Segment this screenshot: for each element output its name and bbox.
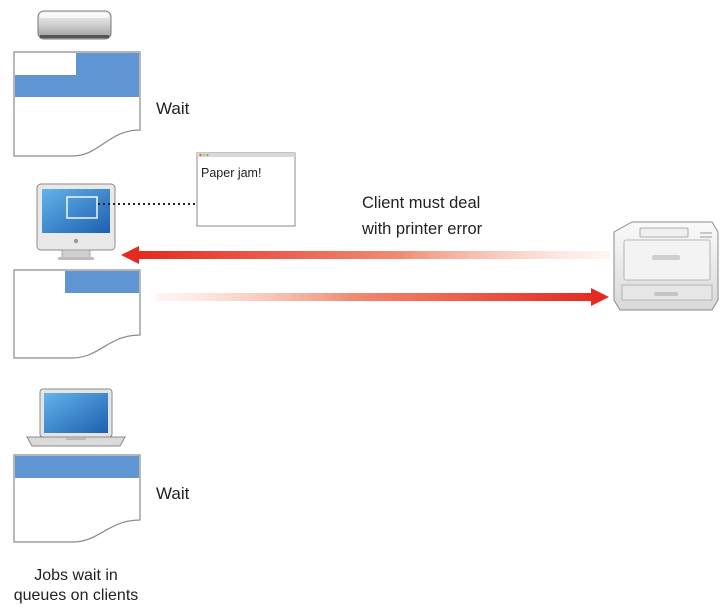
alert-message: Paper jam! bbox=[201, 166, 262, 180]
printer-icon bbox=[613, 221, 719, 311]
print-queue-document bbox=[13, 454, 141, 543]
imac-icon bbox=[36, 183, 116, 260]
client-status-label: Wait bbox=[156, 99, 190, 118]
queue-job-bar bbox=[65, 271, 139, 293]
queue-job-bar bbox=[76, 53, 139, 75]
printer-error-annotation: Client must deal with printer error bbox=[362, 190, 482, 242]
mac-mini-icon bbox=[37, 10, 112, 40]
arrow-client-to-printer bbox=[155, 288, 609, 306]
client-status-label: Wait bbox=[156, 484, 190, 503]
caption-line: Jobs wait in bbox=[34, 567, 118, 584]
queue-job-bar bbox=[15, 456, 139, 478]
arrow-printer-to-client bbox=[121, 246, 610, 264]
macbook-icon bbox=[26, 388, 126, 447]
alert-window-thumbnail bbox=[66, 196, 98, 219]
print-queue-document bbox=[13, 51, 141, 157]
diagram-caption: Jobs wait in queues on clients bbox=[6, 566, 146, 606]
alert-window bbox=[196, 152, 296, 227]
annotation-line: with printer error bbox=[362, 220, 483, 238]
annotation-line: Client must deal bbox=[362, 194, 481, 212]
caption-line: queues on clients bbox=[13, 587, 139, 604]
queue-job-bar bbox=[15, 75, 139, 97]
print-queue-document bbox=[13, 269, 141, 359]
